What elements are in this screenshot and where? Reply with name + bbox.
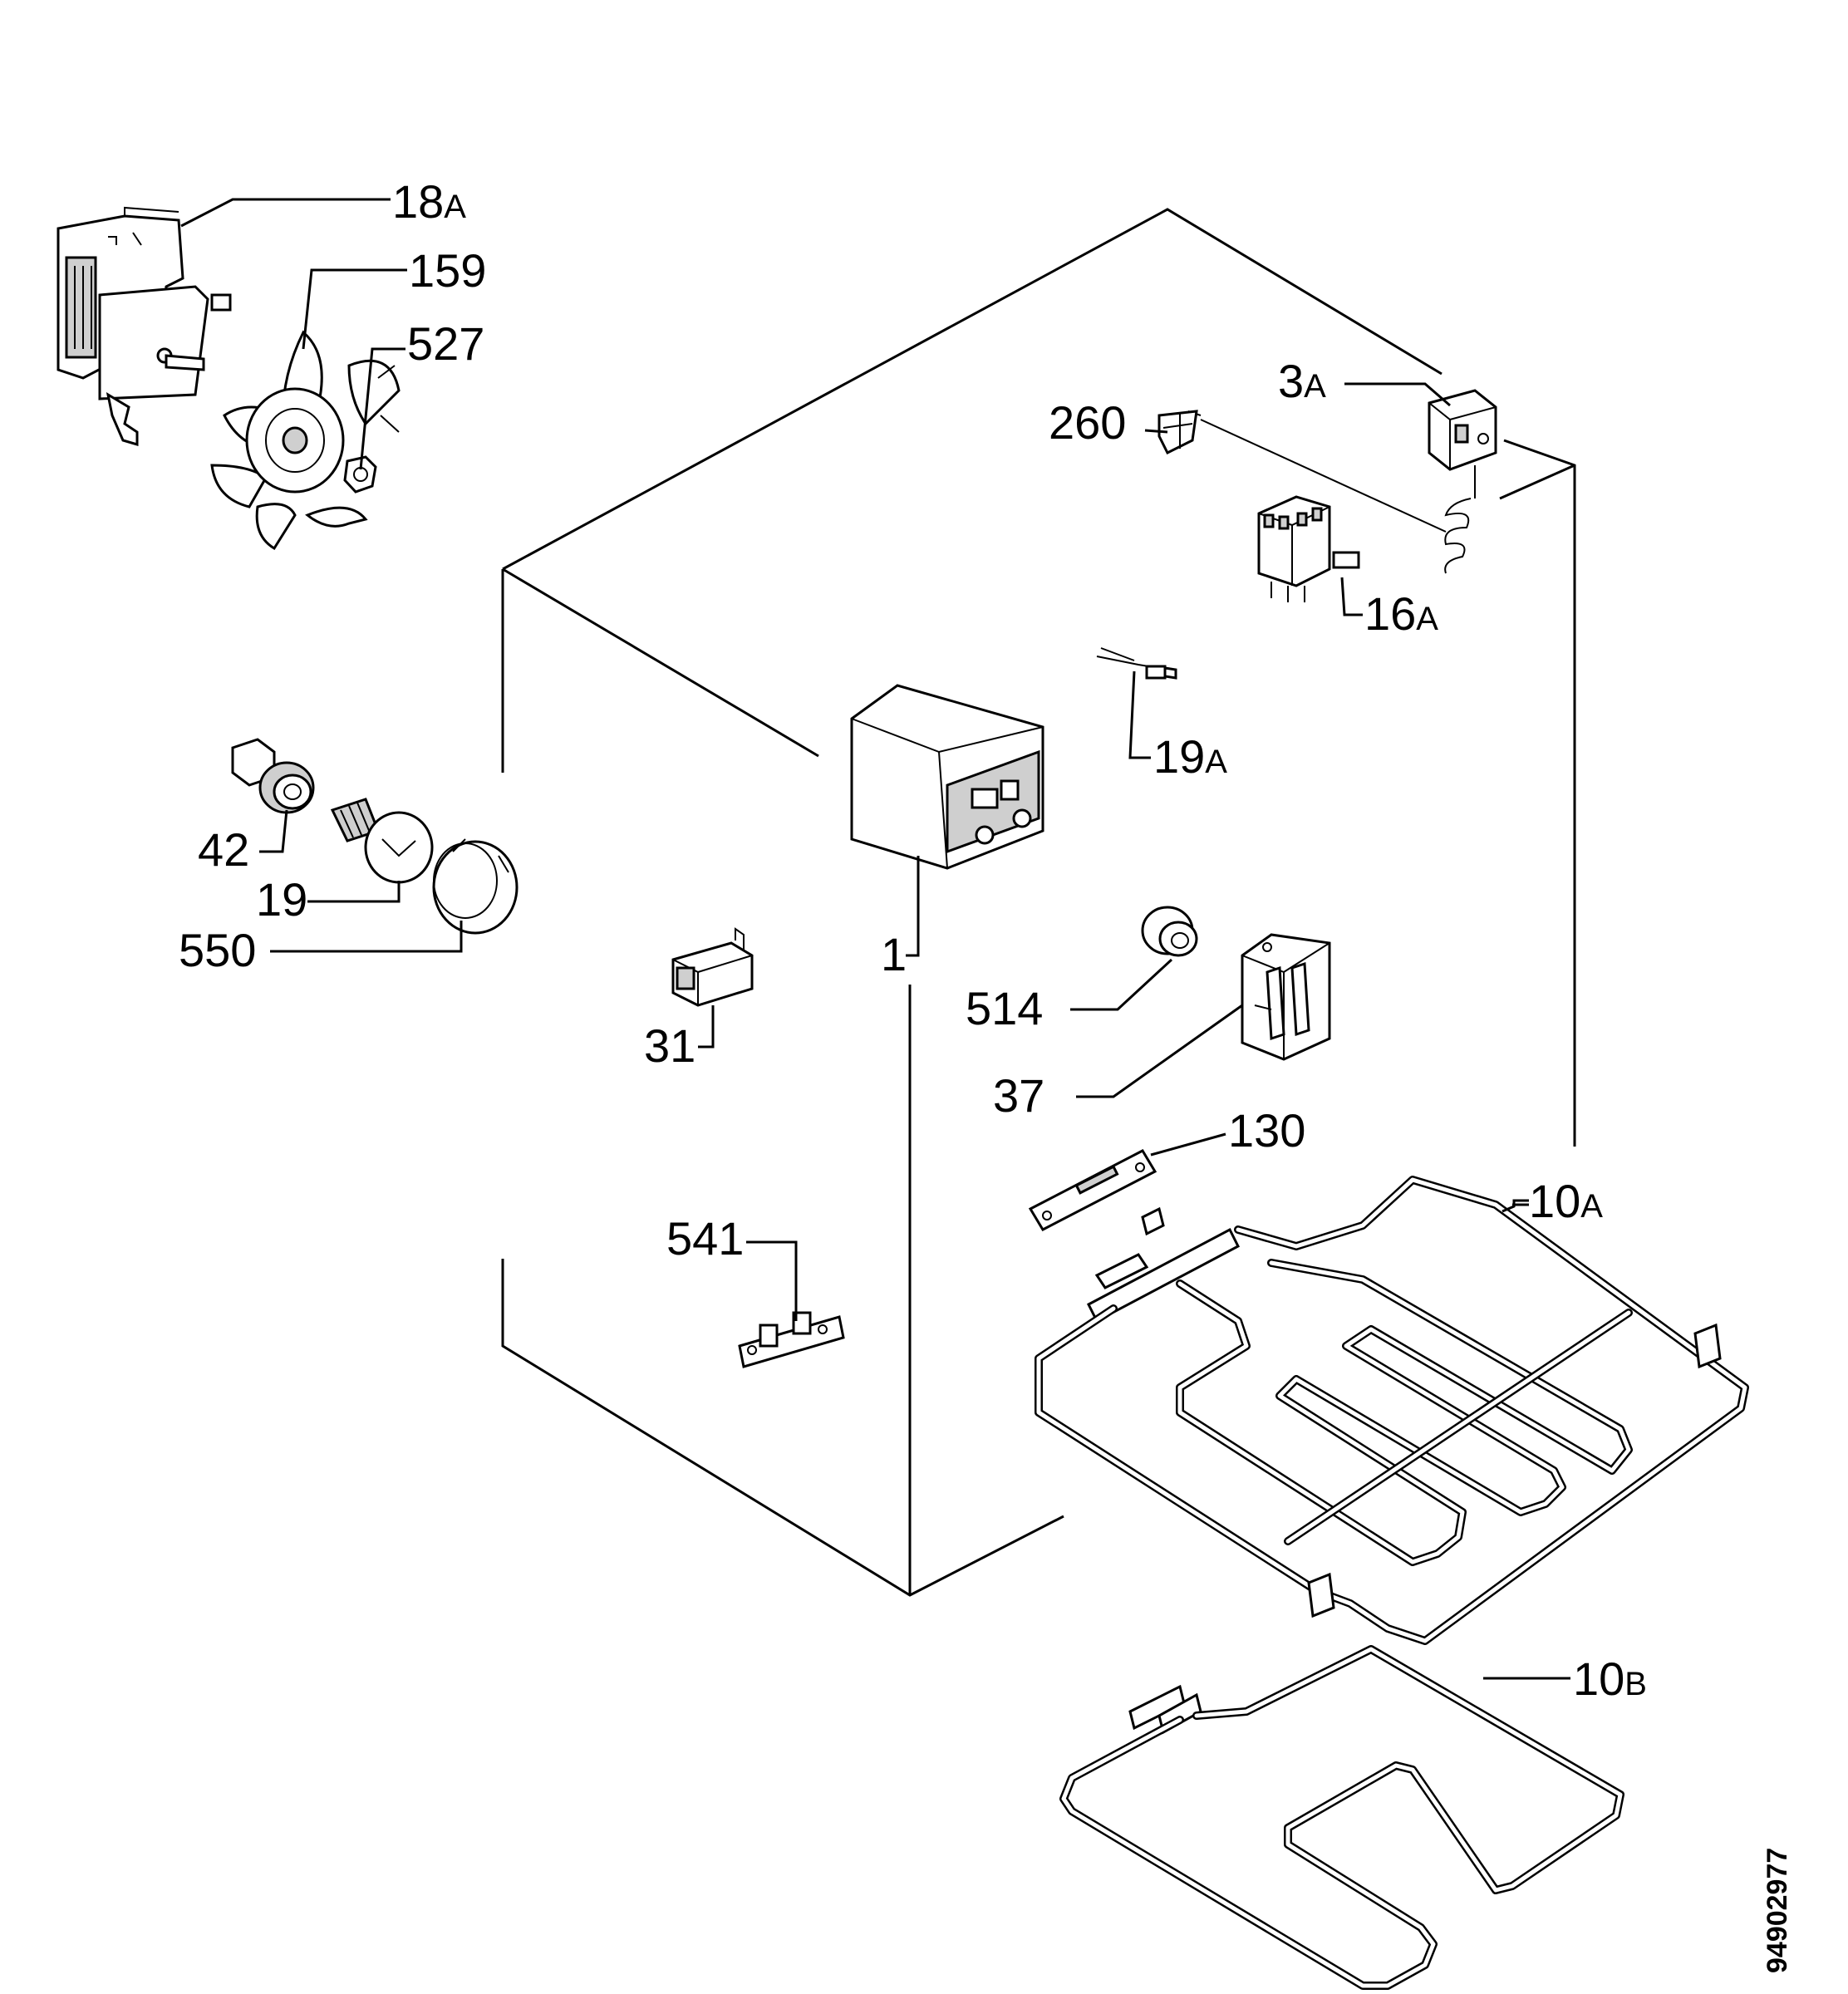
oven-cabinet [501,208,1576,1597]
relay-part [671,927,754,1007]
lamp-holder-part [231,738,315,814]
grill-element-part [1035,1176,1749,1645]
label-19: 19 [256,873,307,926]
drawing-number: 94902977 [1762,1848,1793,1973]
fan-nut-part [343,455,377,494]
label-260: 260 [1049,396,1126,449]
label-3A: 3A [1278,355,1326,407]
timer-unit-part [850,684,1044,870]
label-31: 31 [644,1019,695,1072]
sensor-clip-part [1157,410,1198,455]
lamp-bulb-part [330,798,434,884]
fan-blade-part [210,330,401,551]
label-550: 550 [179,924,256,976]
label-18A: 18A [392,175,466,228]
part-labels: 18A 159 527 3A 260 16A 19A 42 19 550 1 3… [179,175,1647,1705]
label-16A: 16A [1364,587,1438,640]
thermostat-part [1187,389,1497,574]
selector-switch-part [1257,495,1360,602]
fan-motor-part [57,206,232,447]
label-541: 541 [666,1212,744,1265]
label-42: 42 [198,823,249,876]
grommet-part [1141,906,1198,957]
lamp-cover-part [432,838,519,935]
leader-lines [180,198,1570,1680]
mounting-plate-part [1028,1149,1157,1231]
terminal-block-part [1241,933,1331,1061]
label-37: 37 [993,1069,1044,1122]
sensor-part [1096,647,1177,680]
label-130: 130 [1228,1104,1305,1157]
label-19A: 19A [1153,730,1227,783]
connector-part [738,1311,845,1368]
bottom-element-part [1059,1645,1624,1990]
label-10A: 10A [1529,1175,1603,1227]
label-159: 159 [409,244,486,297]
label-1: 1 [881,928,907,980]
label-514: 514 [966,982,1043,1034]
label-527: 527 [407,317,484,370]
label-10B: 10B [1573,1653,1647,1705]
